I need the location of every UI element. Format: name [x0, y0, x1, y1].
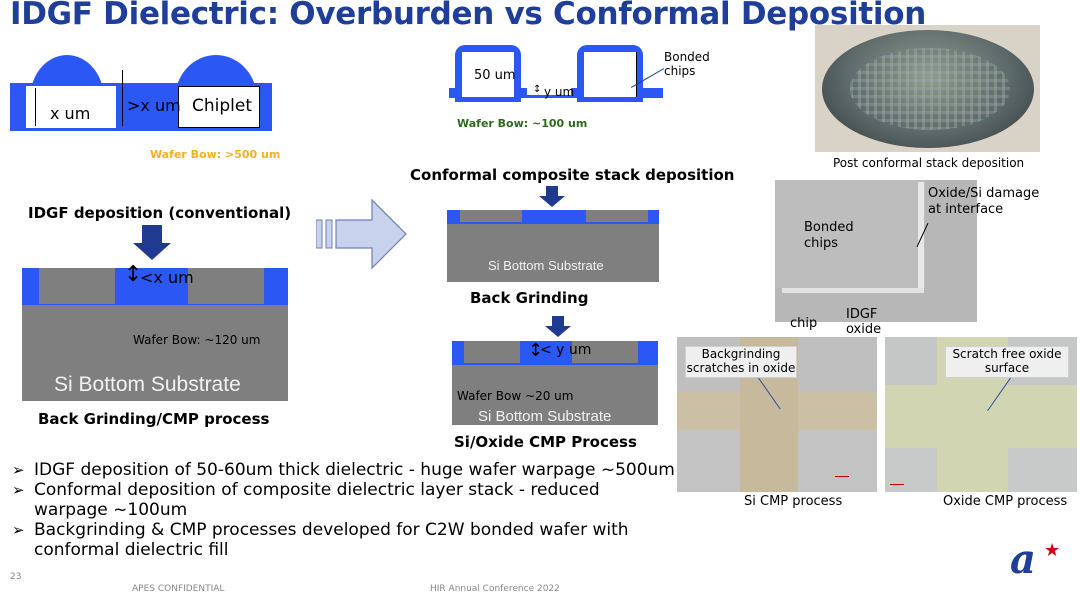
cavity-left [26, 86, 116, 128]
lt-x-label: <x um [140, 268, 194, 287]
gap-cavity [527, 82, 571, 95]
wafer-bow-500: Wafer Bow: >500 um [150, 148, 281, 161]
micrograph-2-br [1008, 448, 1077, 492]
conventional-caption: Back Grinding/CMP process [38, 410, 270, 428]
conformal-heading: Conformal composite stack deposition [410, 166, 735, 184]
bullet-arrow-icon: ➢ [12, 461, 25, 479]
chiplet-label: Chiplet [192, 96, 253, 116]
wafer-bow-120: Wafer Bow: ~120 um [133, 333, 261, 347]
chip-right-box [584, 52, 637, 97]
sem-damage-label: Oxide/Si damage at interface [928, 186, 1040, 217]
substrate-label-2: Si Bottom Substrate [478, 408, 612, 425]
micrograph-1-tr [798, 337, 877, 392]
back-grinding-caption: Back Grinding [470, 289, 589, 307]
confidential-label: APES CONFIDENTIAL [132, 584, 225, 594]
chip-2a [464, 341, 520, 363]
substrate-label-1: Si Bottom Substrate [488, 258, 604, 273]
bullet-item: ➢Backgrinding & CMP processes developed … [12, 520, 629, 560]
dimension-arrow-gtx [122, 70, 123, 126]
wafer-caption: Post conformal stack deposition [833, 156, 1025, 170]
chip-2b [572, 341, 638, 363]
micro1-callout: Backgrinding scratches in oxide [685, 346, 797, 378]
bullet-list: ➢IDGF deposition of 50-60um thick dielec… [10, 460, 675, 560]
chip-left-box [462, 52, 514, 97]
y-um-arrow: ↕ [533, 84, 542, 95]
bonded-chips-label: Bonded chips [664, 50, 710, 78]
chip-right [188, 268, 264, 304]
si-bottom-substrate [22, 305, 288, 401]
micro1-caption: Si CMP process [744, 494, 843, 509]
chip-1a [460, 210, 522, 222]
si-substrate-1 [447, 224, 659, 282]
page-title: IDGF Dielectric: Overburden vs Conformal… [10, 0, 927, 32]
bullet-arrow-icon: ➢ [12, 521, 25, 539]
down-arrow-head [133, 243, 171, 260]
wafer-disc [822, 30, 1034, 148]
sem-idgf-label: IDGF oxide [846, 307, 882, 337]
micrograph-1-bl [677, 430, 740, 492]
micro1-scale-bar [835, 476, 849, 477]
chip-1b [586, 210, 648, 222]
sem-bonded-label: Bonded chips [804, 220, 854, 251]
um50-label: 50 um [474, 68, 516, 83]
chip-left [39, 268, 115, 304]
cmp-caption: Si/Oxide CMP Process [454, 433, 637, 451]
bullet-item: ➢Conformal deposition of composite diele… [12, 480, 600, 520]
micrograph-2-bl [885, 448, 937, 492]
down-arrow-2-head [539, 196, 565, 207]
dimension-arrow-x [35, 88, 36, 126]
substrate-label: Si Bottom Substrate [54, 373, 241, 396]
conference-label: HIR Annual Conference 2022 [430, 584, 560, 594]
bullet-item: ➢IDGF deposition of 50-60um thick dielec… [12, 460, 675, 480]
gt-x-um-label: >x um [127, 96, 181, 115]
a-star-logo: a ★ [1010, 536, 1061, 583]
down-arrow-2-shaft [546, 186, 558, 196]
down-arrow-3-shaft [552, 316, 564, 326]
y-um-label: y um [544, 85, 575, 99]
lt-x-arrow: ↕ [124, 262, 143, 287]
wafer-grid [850, 48, 1010, 130]
down-arrow-3-head [545, 326, 571, 337]
x-um-label: x um [50, 104, 91, 123]
lt-y-arrow: ↕ [528, 340, 544, 361]
page-number: 23 [10, 572, 22, 582]
down-arrow-shaft [142, 225, 162, 243]
sem-chip-label: chip [790, 316, 818, 331]
sem-chip-region [775, 180, 925, 288]
micrograph-2-tl [885, 337, 937, 385]
micro2-caption: Oxide CMP process [943, 494, 1068, 509]
bullet-arrow-icon: ➢ [12, 481, 25, 499]
micro2-callout: Scratch free oxide surface [945, 346, 1069, 378]
wafer-bow-100: Wafer Bow: ~100 um [457, 117, 588, 130]
micrograph-1-br [798, 430, 877, 492]
wafer-bow-20: Wafer Bow ~20 um [457, 389, 574, 403]
conventional-heading: IDGF deposition (conventional) [28, 204, 292, 222]
micro2-scale-bar [890, 484, 904, 485]
lt-y-label: < y um [540, 342, 592, 358]
si-substrate-2 [452, 365, 658, 425]
sem-bottom-edge [782, 288, 924, 293]
chiplet-box [178, 86, 260, 128]
